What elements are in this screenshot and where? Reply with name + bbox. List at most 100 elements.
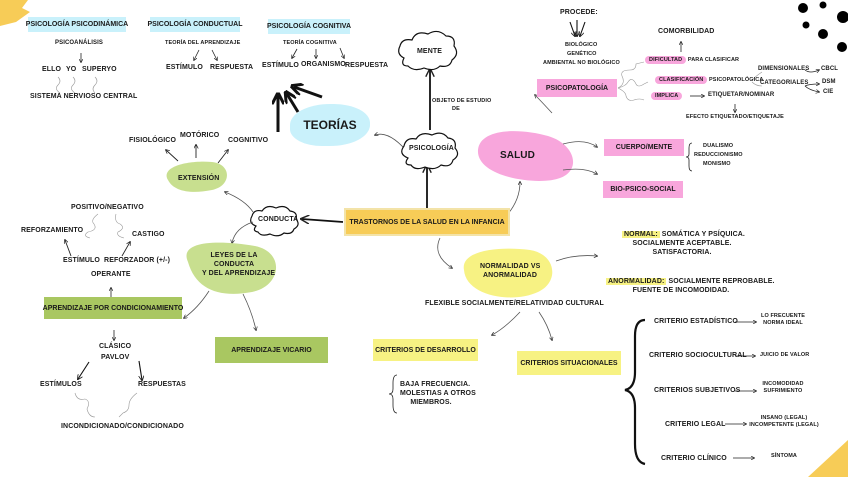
dificultad-row: DIFICULTAD PARA CLASIFICAR xyxy=(645,56,739,64)
teoria-aprendizaje-label: TEORÍA DEL APRENDIZAJE xyxy=(165,40,241,46)
fisiologico-label: FISIOLÓGICO xyxy=(129,137,176,144)
anormal-line2: FUENTE DE INCOMODIDAD. xyxy=(632,286,730,294)
anormal-highlight: ANORMALIDAD: xyxy=(606,278,667,285)
leyes-line1: LEYES DE LA xyxy=(210,252,258,259)
normal-line2: SOCIALMENTE ACEPTABLE. xyxy=(632,239,732,247)
operante-label: OPERANTE xyxy=(91,271,131,278)
etiquetar-label: ETIQUETAR/NOMINAR xyxy=(708,92,775,98)
teorias-node: TEORÍAS xyxy=(290,104,370,146)
anormal-definition: ANORMALIDAD: SOCIALMENTE REPROBABLE. FUE… xyxy=(606,278,775,296)
estimulos-label: ESTÍMULOS xyxy=(40,381,82,388)
clasico-label: CLÁSICO xyxy=(99,343,132,350)
origin-ambiental: AMBIENTAL NO BIOLÓGICO xyxy=(543,60,620,66)
origin-biologico: BIOLÓGICO xyxy=(565,42,598,48)
center-node: TRASTORNOS DE LA SALUD EN LA INFANCIA xyxy=(344,208,510,236)
lo-frecuente-label: LO FRECUENTE xyxy=(761,313,805,319)
conducta-cloud-shape xyxy=(250,205,299,237)
normalidad-line2: ANORMALIDAD xyxy=(483,271,537,279)
estimulo-reforzador-label: ESTÍMULO REFORZADOR (+/-) xyxy=(63,257,171,264)
leyes-blob-shape xyxy=(186,242,277,294)
yo-label: YO xyxy=(66,66,77,73)
reduccionismo-label: REDUCCIONISMO xyxy=(694,152,743,158)
conductual-estimulo: ESTÍMULO xyxy=(166,64,203,71)
normal-definition: NORMAL: SOMÁTICA Y PSÍQUICA. SOCIALMENTE… xyxy=(622,231,745,257)
conductual-title: PSICOLOGÍA CONDUCTUAL xyxy=(147,17,243,32)
positivo-negativo-label: POSITIVO/NEGATIVO xyxy=(71,204,144,211)
insano-label: INSANO (LEGAL) xyxy=(760,415,808,421)
normalidad-line1: NORMALIDAD VS xyxy=(480,263,541,270)
criterio-estadistico: CRITERIO ESTADÍSTICO xyxy=(654,318,738,325)
extension-label: EXTENSIÓN xyxy=(178,175,220,182)
criterios-subjetivos-result: INCOMODIDAD SUFRIMIENTO xyxy=(760,381,806,395)
situacionales-node: CRITERIOS SITUACIONALES xyxy=(517,351,621,375)
reforzamiento-label: REFORZAMIENTO xyxy=(21,227,84,234)
incomodidad-label: INCOMODIDAD xyxy=(762,381,804,387)
respuestas-label: RESPUESTAS xyxy=(138,381,186,388)
leyes-line3: Y DEL APRENDIZAJE xyxy=(202,269,276,277)
salud-blob-shape xyxy=(477,131,574,181)
normal-line1: SOMÁTICA Y PSÍQUICA. xyxy=(661,231,745,238)
corner-deco-top-left xyxy=(0,0,30,26)
incondicionado-label: INCONDICIONADO/CONDICIONADO xyxy=(61,423,184,430)
psicodinamica-title: PSICOLOGÍA PSICODINÁMICA xyxy=(26,17,128,32)
normalidad-node-text: NORMALIDAD VS ANORMALIDAD xyxy=(480,263,540,281)
criterio-clinico: CRITERIO CLÍNICO xyxy=(661,455,727,462)
teorias-label: TEORÍAS xyxy=(303,118,357,132)
criterios-brace xyxy=(624,318,646,466)
conducta-label: CONDUCTA xyxy=(258,216,299,223)
dsm-label: DSM xyxy=(822,79,836,85)
psicologia-label: PSICOLOGÍA xyxy=(409,145,454,152)
categoriales-label: CATEGORIALES xyxy=(760,80,809,86)
cbcl-label: CBCL xyxy=(821,66,839,72)
clasificacion-highlight: CLASIFICACIÓN xyxy=(655,76,708,84)
desarrollo-node: CRITERIOS DE DESARROLLO xyxy=(373,339,478,361)
desarrollo-items: BAJA FRECUENCIA. MOLESTIAS A OTROS MIEMB… xyxy=(400,381,476,407)
flexible-label: FLEXIBLE SOCIALMENTE/RELATIVIDAD CULTURA… xyxy=(425,300,604,307)
vicario-node: APRENDIZAJE VICARIO xyxy=(215,337,328,363)
monismo-label: MONISMO xyxy=(703,161,731,167)
criterio-estadistico-result: LO FRECUENTE NORMA IDEAL xyxy=(760,313,806,327)
condicionamiento-node: APRENDIZAJE POR CONDICIONAMIENTO xyxy=(43,297,183,319)
implica-row: IMPLICA xyxy=(651,92,683,100)
cognitiva-organismo: ORGANISMO xyxy=(301,61,346,68)
comorbilidad-label: COMORBILIDAD xyxy=(658,28,715,35)
efecto-etiquetado-label: EFECTO ETIQUETADO/ETIQUETAJE xyxy=(686,114,784,120)
objeto-estudio-line1: OBJETO DE ESTUDIO xyxy=(432,98,492,104)
normal-line3: SATISFACTORIA. xyxy=(652,248,712,256)
dimensionales-label: DIMENSIONALES xyxy=(758,66,810,72)
superyo-label: SUPERYO xyxy=(82,66,117,73)
psicopatologia-node: PSICOPATOLOGÍA xyxy=(537,79,617,97)
sintoma-label: SÍNTOMA xyxy=(771,453,797,459)
implica-highlight: IMPLICA xyxy=(651,92,683,100)
cognitiva-respuesta: RESPUESTA xyxy=(345,62,389,69)
objeto-estudio-line2: DE xyxy=(452,106,460,112)
conductual-respuesta: RESPUESTA xyxy=(210,64,254,71)
cie-label: CIE xyxy=(823,89,834,95)
salud-label: SALUD xyxy=(500,150,535,161)
origin-genetico: GENÉTICO xyxy=(567,51,597,57)
cognitivo-label: COGNITIVO xyxy=(228,137,269,144)
cognitiva-title: PSICOLOGÍA COGNITIVA xyxy=(267,19,351,34)
incompetente-label: INCOMPETENTE (LEGAL) xyxy=(749,421,819,428)
castigo-label: CASTIGO xyxy=(132,231,165,238)
norma-ideal-label: NORMA IDEAL xyxy=(763,319,803,326)
extension-blob-shape xyxy=(166,161,227,192)
mente-cloud-shape xyxy=(398,30,458,71)
ello-label: ELLO xyxy=(42,66,62,73)
anormal-line1: SOCIALMENTE REPROBABLE. xyxy=(668,278,775,285)
desarrollo-item-2: MOLESTIAS A OTROS xyxy=(400,389,476,397)
desarrollo-item-1: BAJA FRECUENCIA. xyxy=(400,381,471,388)
leyes-node-text: LEYES DE LA CONDUCTA Y DEL APRENDIZAJE xyxy=(202,252,276,278)
clasificacion-row: CLASIFICACIÓN PSICOPATOLÓGICA xyxy=(655,76,764,84)
psicologia-cloud-shape xyxy=(401,132,459,170)
criterio-legal: CRITERIO LEGAL xyxy=(665,421,726,428)
dualismo-label: DUALISMO xyxy=(703,143,734,149)
psicoanalisis-label: PSICOANÁLISIS xyxy=(55,40,103,46)
desarrollo-item-3: MIEMBROS. xyxy=(410,398,452,406)
corner-deco-bottom-right xyxy=(808,440,848,477)
criterios-subjetivos: CRITERIOS SUBJETIVOS xyxy=(654,387,741,394)
clasificacion-rest: PSICOPATOLÓGICA xyxy=(709,77,764,83)
cognitiva-estimulo: ESTÍMULO xyxy=(262,62,299,69)
criterio-legal-result: INSANO (LEGAL) INCOMPETENTE (LEGAL) xyxy=(748,415,820,429)
